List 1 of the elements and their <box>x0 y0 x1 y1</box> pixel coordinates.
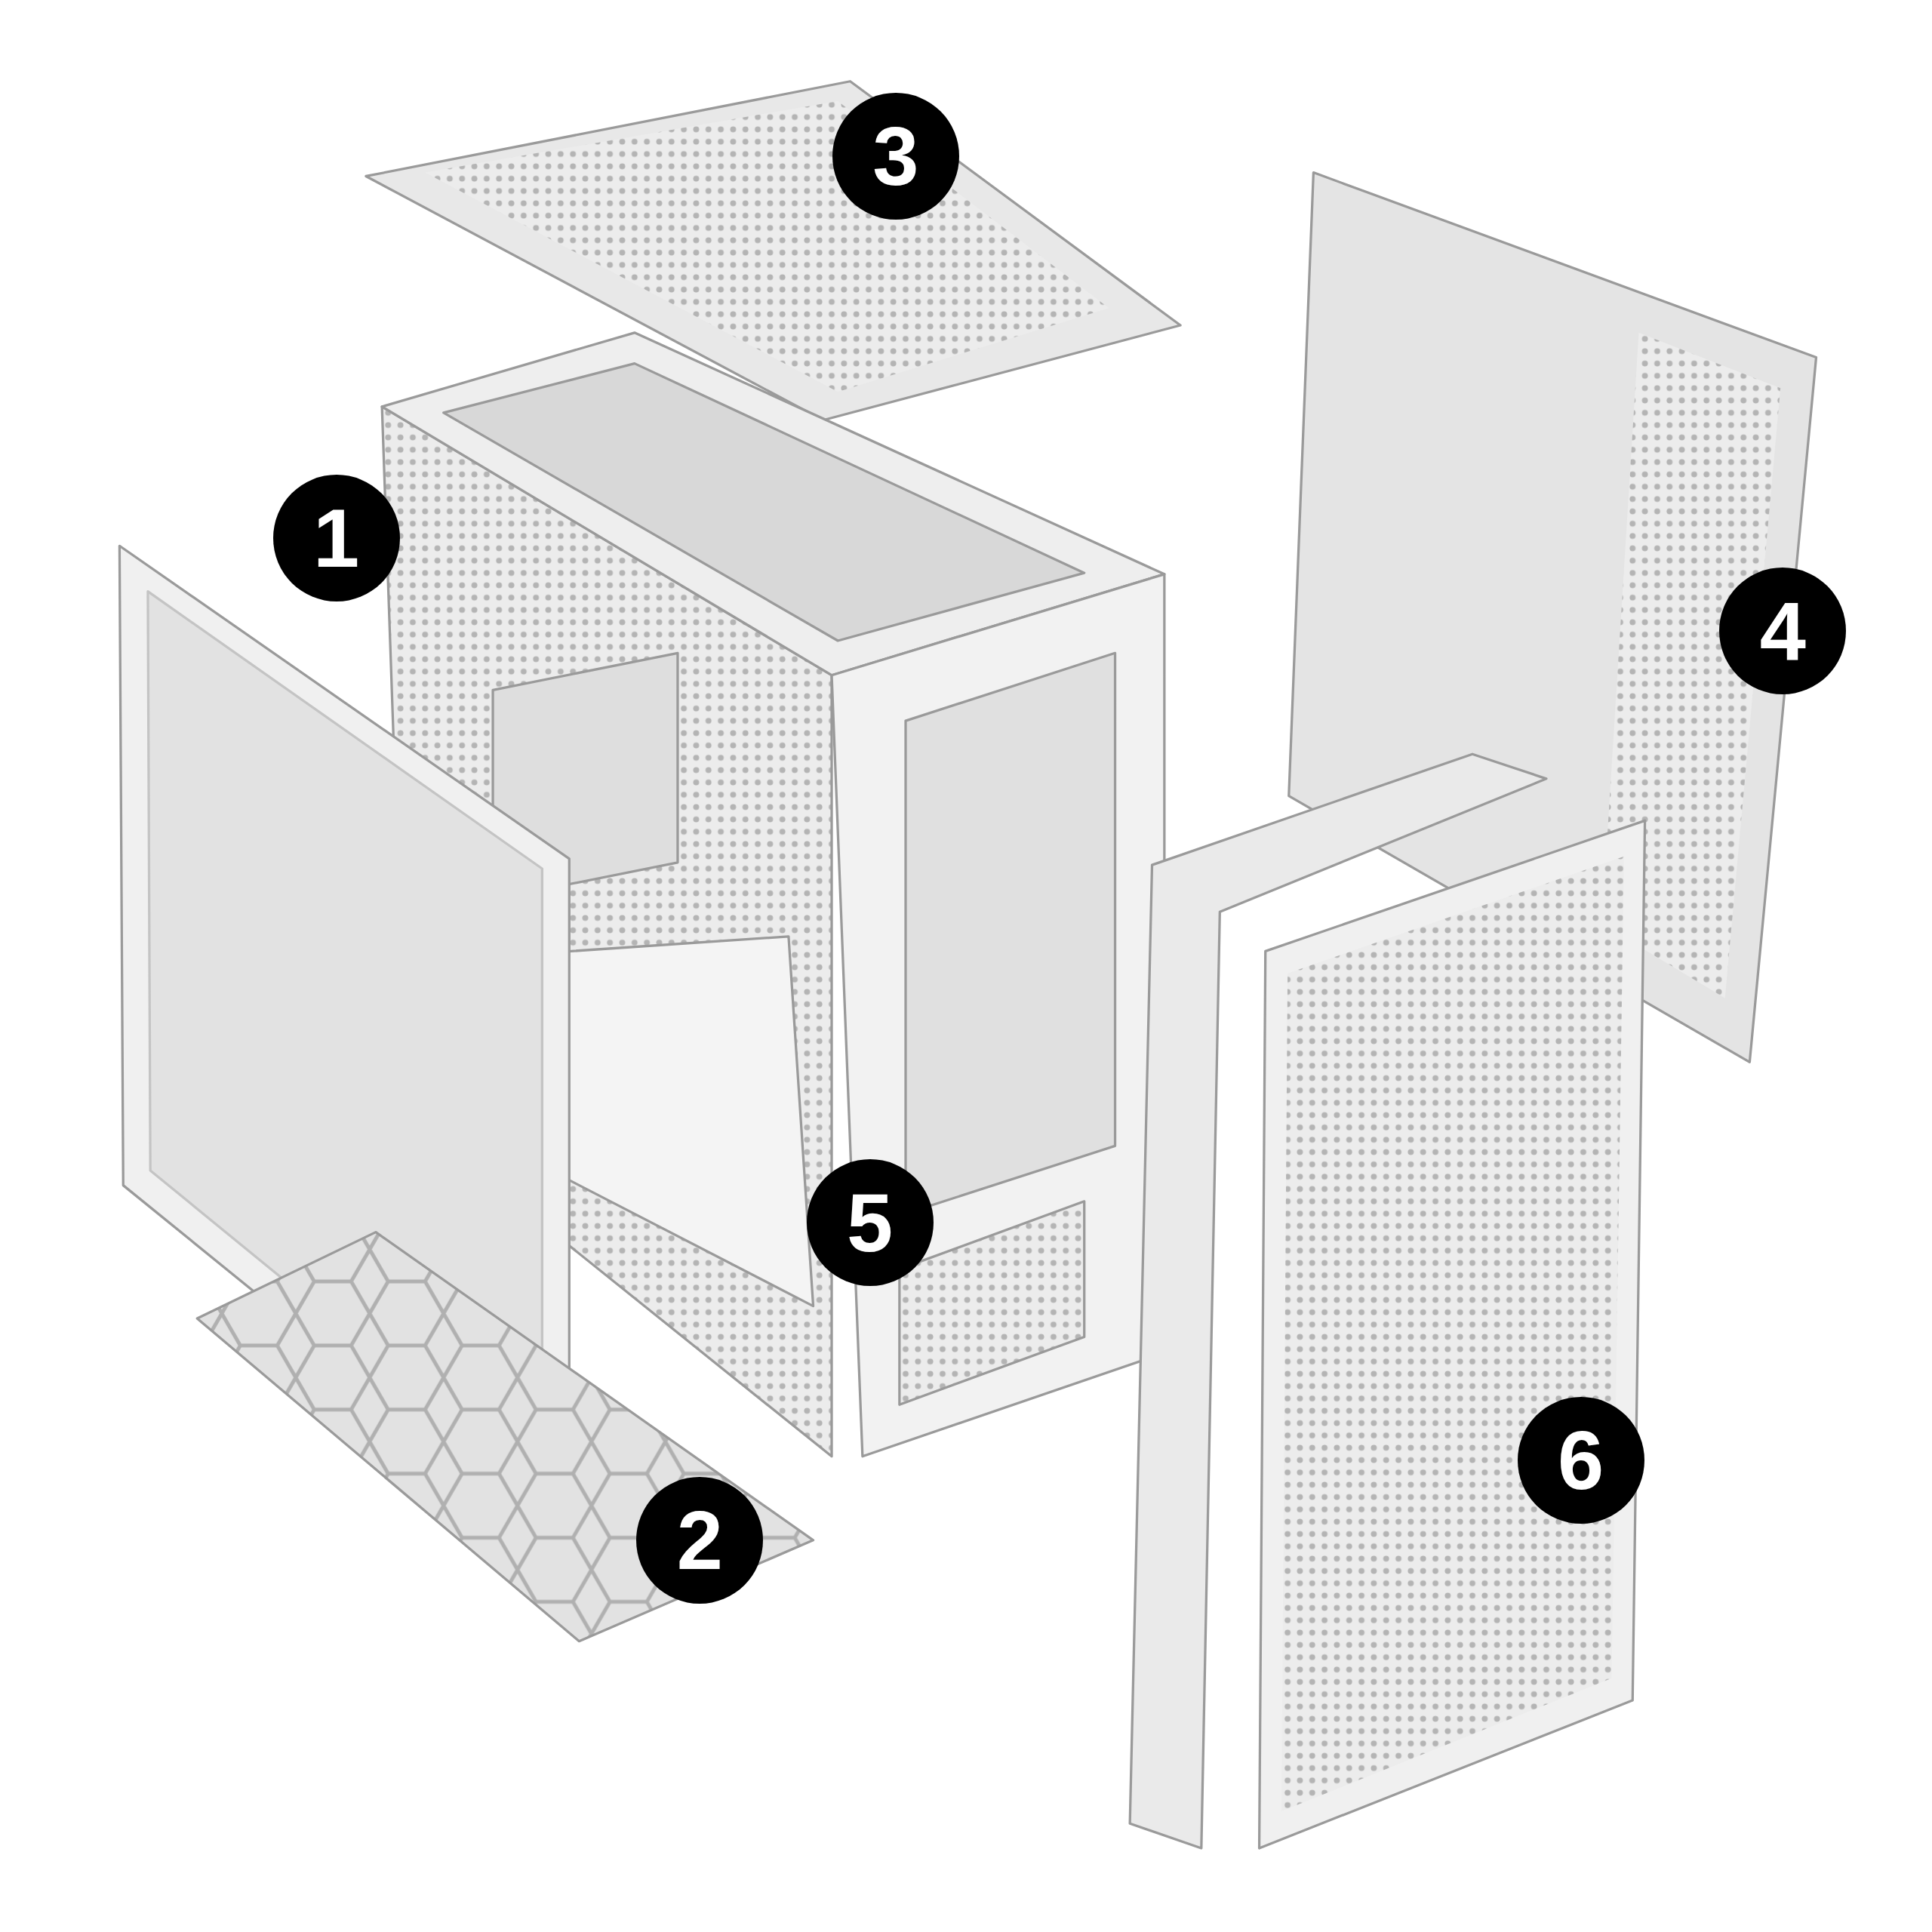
callout-number: 1 <box>272 475 400 602</box>
